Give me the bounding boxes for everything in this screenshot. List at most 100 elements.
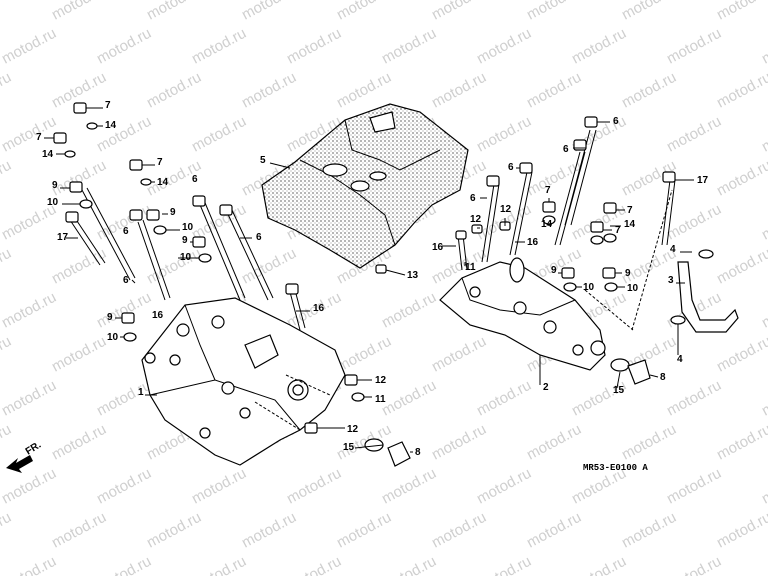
watermark-text: motod.ru — [49, 333, 109, 376]
watermark-text: motod.ru — [0, 289, 59, 332]
watermark-text: motod.ru — [664, 25, 724, 68]
watermark-text: motod.ru — [0, 157, 14, 200]
watermark-text: motod.ru — [714, 421, 768, 464]
callout-c4b: 4 — [677, 354, 683, 365]
callout-c5: 5 — [260, 155, 266, 166]
watermark-text: motod.ru — [759, 25, 768, 68]
watermark-text: motod.ru — [714, 157, 768, 200]
watermark-text: motod.ru — [429, 421, 489, 464]
callout-c17b: 17 — [57, 232, 69, 243]
watermark-text: motod.ru — [49, 157, 109, 200]
callout-c7c: 7 — [157, 157, 163, 168]
callout-c1: 1 — [138, 387, 144, 398]
callout-c7e: 7 — [627, 205, 633, 216]
watermark-text: motod.ru — [474, 113, 534, 156]
callout-c6a: 6 — [613, 116, 619, 127]
callout-c9a: 9 — [52, 180, 58, 191]
callout-c7a: 7 — [105, 100, 111, 111]
watermark-text: motod.ru — [49, 245, 109, 288]
watermark-text: motod.ru — [524, 69, 584, 112]
watermark-text: motod.ru — [664, 553, 724, 576]
watermark-text: motod.ru — [759, 465, 768, 508]
watermark-text: motod.ru — [474, 377, 534, 420]
callout-c12a: 12 — [470, 214, 482, 225]
watermark-text: motod.ru — [0, 465, 59, 508]
watermark-text: motod.ru — [569, 377, 629, 420]
diagram-code: MR53-E0100 A — [583, 463, 648, 473]
callout-c12d: 12 — [347, 424, 359, 435]
watermark-text: motod.ru — [429, 69, 489, 112]
callout-c14a: 14 — [105, 120, 117, 131]
watermark-text: motod.ru — [379, 465, 439, 508]
watermark-text: motod.ru — [334, 509, 394, 552]
watermark-text: motod.ru — [664, 201, 724, 244]
watermark-text: motod.ru — [0, 333, 14, 376]
watermark-text: motod.ru — [379, 25, 439, 68]
watermark-text: motod.ru — [619, 509, 679, 552]
callout-c10a: 10 — [47, 197, 59, 208]
watermark-text: motod.ru — [759, 289, 768, 332]
watermark-text: motod.ru — [0, 421, 14, 464]
callout-c4a: 4 — [670, 244, 676, 255]
leader-lines — [44, 107, 694, 453]
watermark-text: motod.ru — [189, 553, 249, 576]
callout-c2: 2 — [543, 382, 549, 393]
watermark-text: motod.ru — [714, 0, 768, 24]
callout-c10e: 10 — [583, 282, 595, 293]
callout-c9d: 9 — [107, 312, 113, 323]
callout-c11a: 11 — [465, 262, 476, 273]
callout-c8a: 8 — [660, 372, 666, 383]
watermark-text: motod.ru — [759, 113, 768, 156]
callout-c14e: 14 — [624, 219, 636, 230]
watermark-text: motod.ru — [0, 25, 59, 68]
callout-c15b: 15 — [343, 442, 355, 453]
watermark-text: motod.ru — [429, 333, 489, 376]
callout-c6g: 6 — [123, 226, 129, 237]
callout-c10c: 10 — [180, 252, 192, 263]
watermark-text: motod.ru — [0, 245, 14, 288]
watermark-text: motod.ru — [569, 553, 629, 576]
watermark-text: motod.ru — [0, 377, 59, 420]
watermark-text: motod.ru — [619, 0, 679, 24]
cylinder-head-left-part — [141, 297, 346, 466]
watermark-text: motod.ru — [759, 377, 768, 420]
watermark-text: motod.ru — [94, 289, 154, 332]
watermark-text: motod.ru — [284, 465, 344, 508]
watermark-text: motod.ru — [569, 25, 629, 68]
watermark-text: motod.ru — [334, 0, 394, 24]
watermark-text: motod.ru — [94, 25, 154, 68]
callout-c10d: 10 — [107, 332, 119, 343]
watermark-text: motod.ru — [524, 0, 584, 24]
callout-c7b: 7 — [36, 132, 42, 143]
callout-c15a: 15 — [613, 385, 625, 396]
watermark-text: motod.ru — [0, 509, 14, 552]
watermark-text: motod.ru — [759, 201, 768, 244]
callout-c3: 3 — [668, 275, 674, 286]
front-direction-arrow-icon: FR. — [6, 440, 43, 473]
watermark-text: motod.ru — [0, 69, 14, 112]
callout-c16c: 16 — [313, 303, 325, 314]
watermark-text: motod.ru — [144, 509, 204, 552]
watermark-text: motod.ru — [429, 509, 489, 552]
callout-c16d: 16 — [152, 310, 164, 321]
watermark-text: motod.ru — [49, 509, 109, 552]
callout-c12b: 12 — [500, 204, 512, 215]
watermark-text: motod.ru — [239, 509, 299, 552]
callout-c9c: 9 — [182, 235, 188, 246]
watermark-text: motod.ru — [144, 0, 204, 24]
watermark-text: motod.ru — [94, 553, 154, 576]
watermark-text: motod.ru — [189, 465, 249, 508]
callout-c9f: 9 — [625, 268, 631, 279]
callout-c6f: 6 — [256, 232, 262, 243]
callout-c12c: 12 — [375, 375, 387, 386]
watermark-text: motod.ru — [714, 69, 768, 112]
watermark-text: motod.ru — [189, 25, 249, 68]
watermark-text: motod.ru — [239, 245, 299, 288]
watermark-text: motod.ru — [94, 465, 154, 508]
watermark-text: motod.ru — [0, 0, 14, 24]
callout-c6b: 6 — [563, 144, 569, 155]
callout-c14d: 14 — [541, 219, 553, 230]
